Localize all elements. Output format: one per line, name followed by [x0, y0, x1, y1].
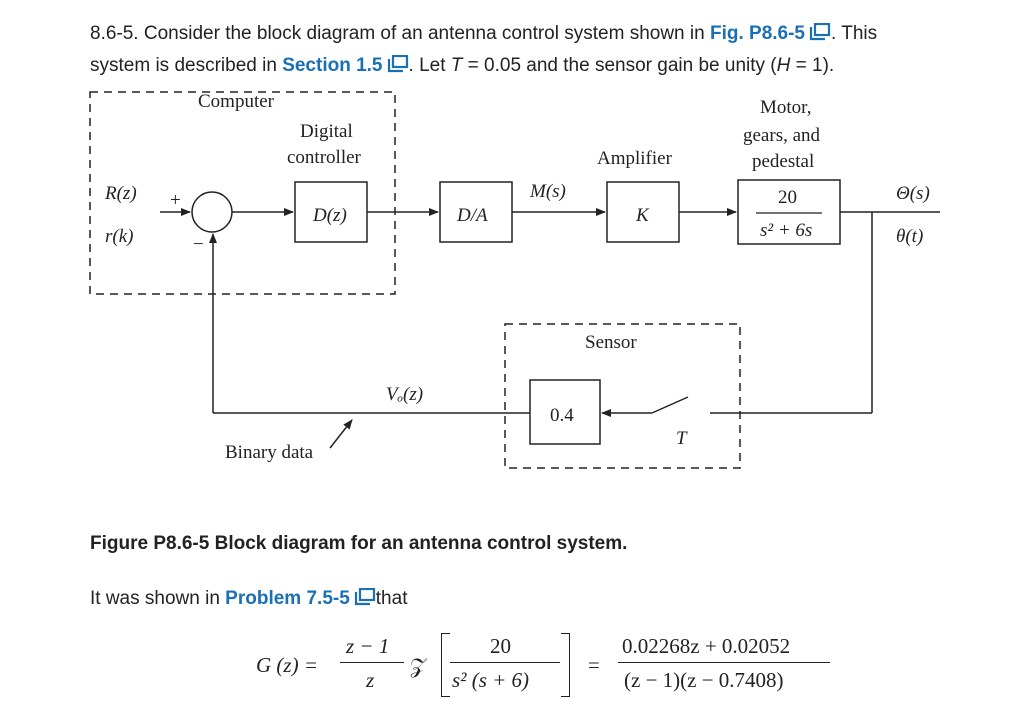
motor-label-1: Motor,	[760, 97, 812, 118]
motor-label-2: gears, and	[743, 125, 821, 146]
computer-label: Computer	[198, 91, 275, 112]
sampler-switch	[651, 396, 689, 414]
z-transform-operator: 𝒵	[410, 654, 426, 678]
controller-block-label: D(z)	[312, 205, 347, 226]
section-link[interactable]: Section 1.5	[282, 55, 383, 76]
problem-line-1: 8.6-5. Consider the block diagram of an …	[90, 23, 878, 44]
equals-sign: =	[588, 653, 600, 677]
m-signal-label: M(s)	[529, 181, 566, 202]
bracket-fraction-bar	[450, 662, 560, 663]
problem-number: 8.6-5.	[90, 23, 139, 44]
summing-junction	[191, 191, 233, 233]
vo-signal-label: Vₒ(z)	[386, 384, 423, 405]
fraction2-bar	[618, 662, 830, 663]
problem-line-2: system is described in Section 1.5. Let …	[90, 55, 835, 76]
fraction1-numerator: z − 1	[346, 634, 390, 658]
digital-controller-label-2: controller	[287, 147, 362, 168]
plant-denominator: s² + 6s	[760, 220, 812, 241]
sampler-label: T	[676, 428, 688, 449]
input-z-label: R(z)	[104, 183, 137, 204]
plant-numerator: 20	[778, 187, 797, 208]
motor-label-3: pedestal	[752, 151, 814, 172]
book-icon[interactable]	[809, 23, 831, 41]
sensor-gain-box	[529, 379, 601, 445]
output-t-label: θ(t)	[896, 226, 923, 247]
sensor-label: Sensor	[585, 332, 637, 353]
input-k-label: r(k)	[105, 226, 133, 247]
block-diagram: Computer Digital controller D(z) D/A M(s…	[89, 91, 940, 469]
book-icon[interactable]	[387, 55, 409, 73]
bracket-numerator: 20	[490, 634, 511, 658]
figure-link[interactable]: Fig. P8.6-5	[709, 23, 805, 44]
figure-caption: Figure P8.6-5 Block diagram for an anten…	[90, 533, 628, 554]
right-bracket	[561, 633, 570, 697]
dac-block-label: D/A	[456, 205, 488, 226]
computer-boundary	[89, 91, 396, 295]
problem-link[interactable]: Problem 7.5-5	[225, 588, 350, 609]
diagram-lines	[89, 91, 940, 469]
binary-data-label: Binary data	[225, 442, 314, 463]
left-bracket	[441, 633, 450, 697]
digital-controller-label: Digital	[300, 121, 353, 142]
bracket-denominator: s² (s + 6)	[452, 668, 530, 692]
amp-block-label: K	[635, 205, 650, 226]
minus-sign: −	[193, 234, 204, 255]
output-s-label: Θ(s)	[896, 183, 930, 204]
sensor-gain-label: 0.4	[550, 405, 574, 426]
fraction1-denominator: z	[366, 668, 375, 692]
fraction2-numerator: 0.02268z + 0.02052	[622, 634, 791, 658]
plus-sign: +	[170, 190, 181, 211]
fraction2-denominator: (z − 1)(z − 0.7408)	[624, 668, 784, 692]
book-icon[interactable]	[354, 588, 376, 606]
equation-lhs: G (z) =	[256, 653, 318, 677]
fraction1-bar	[340, 662, 404, 663]
amplifier-label: Amplifier	[597, 148, 673, 169]
sensor-boundary	[504, 323, 741, 469]
